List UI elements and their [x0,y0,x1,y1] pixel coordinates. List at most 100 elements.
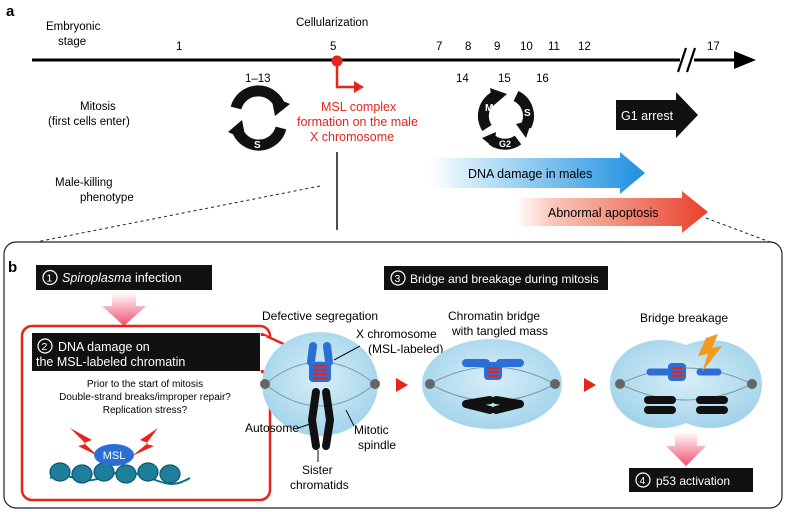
g1-arrest-arrow [616,92,698,138]
step1-box [36,265,212,290]
step2-num-circle [37,338,53,354]
break-lightning-icon [698,334,722,372]
stage-17: 17 [707,41,720,53]
cycle2-s: S [524,108,531,119]
nucleosome-fiber [49,462,191,485]
x-chromosome [307,342,333,382]
sister-label-2: chromatids [290,478,349,492]
phenotype-label-1: Male-killing [55,177,113,189]
cycle2-15: 15 [498,73,511,85]
cell-defective [260,332,380,436]
daughter-autosomes [644,396,728,414]
step1-num-circle [42,269,58,286]
step4-num: 4 [640,475,646,487]
cell-breakage [610,339,762,429]
step2-num: 2 [42,341,48,353]
lightning-right-icon [132,428,158,456]
breakage-label: Bridge breakage [640,311,728,325]
xchrom-pointer [333,345,361,361]
msl-label: MSL [103,450,126,462]
apoptosis-arrow [515,191,708,233]
segregated-autosomes [462,396,524,414]
step1-italic: Spiroplasma [62,271,132,285]
panel-a-label: a [6,3,15,20]
phenotype-label-2: phenotype [80,192,134,204]
cycle2-g2: G2 [499,139,511,149]
stage-9: 9 [494,41,500,53]
step2-line1: DNA damage on [58,340,150,354]
step1-down-arrow [102,292,146,326]
timeline-break-line-1 [676,47,688,73]
stage-5: 5 [330,41,336,53]
defective-label: Defective segregation [262,309,378,323]
embryonic-label-1: Embryonic [46,21,101,33]
step3-label: Bridge and breakage during mitosis [410,272,599,286]
cycle1-range: 1–13 [245,73,271,85]
cell-bridge [422,339,562,429]
mitosis-label-1: Mitosis [80,101,116,113]
step2-box [32,333,260,371]
cycle2-icon [477,88,534,150]
step2-line2: the MSL-labeled chromatin [36,355,185,369]
cellularization-label: Cellularization [296,17,368,29]
zoom-line-left [35,185,321,243]
step3-box [384,266,608,290]
tangled-bridge [462,359,524,380]
apoptosis-label: Abnormal apoptosis [548,206,658,220]
stage-1: 1 [176,41,182,53]
mitosis-label-2: (first cells enter) [48,116,130,128]
step2-note-1: Prior to the start of mitosis [87,379,203,390]
stage-11: 11 [548,41,560,53]
cycle2-16: 16 [536,73,549,85]
cycle2-m: M [485,103,493,114]
step3-num: 3 [395,273,401,285]
dna-damage-label: DNA damage in males [468,167,592,181]
msl-text-1: MSL complex [321,100,397,114]
step1-rest: infection [131,271,181,285]
autosome-label: Autosome [245,421,299,435]
msl-marker-dot [331,55,343,67]
spindle-label-2: spindle [358,438,396,452]
step2-note-3: Replication stress? [103,405,188,416]
timeline-break-line-2 [685,47,697,73]
autosome-pointer [297,423,311,429]
panel-b-label: b [8,259,17,276]
spindle-label-1: Mitotic [354,423,389,437]
cycle1-m: M [252,96,260,107]
msl-text-2: formation on the male [297,115,418,129]
step4-label: p53 activation [656,474,730,488]
embryonic-label-2: stage [58,36,86,48]
step1-label: Spiroplasma infection [62,271,182,285]
step2-pointer-mask [260,336,266,370]
step1-num: 1 [47,273,53,285]
step2-note-2: Double-strand breaks/improper repair? [59,392,231,403]
broken-bridge [646,363,722,381]
sister-label-1: Sister [302,463,333,477]
cycle2-14: 14 [456,73,469,85]
p53-down-arrow [666,432,706,466]
g1-arrest-label: G1 arrest [621,109,674,123]
bridge-title-2: with tangled mass [451,324,548,338]
lightning-left-icon [70,428,98,456]
msl-text-3: X chromosome [310,130,394,144]
dna-damage-arrow [430,152,645,194]
spindle-pointer [345,409,355,427]
bridge-title-1: Chromatin bridge [448,309,540,323]
cycle1-icon [228,85,290,151]
msl-blob [94,444,134,466]
xchrom-label-2: (MSL-labeled) [368,342,443,356]
zoom-line-right [705,217,771,243]
stage-7: 7 [436,41,442,53]
stage-8: 8 [465,41,471,53]
progress-arrow-2 [584,378,596,392]
step3-num-circle [390,270,406,286]
stage-10: 10 [520,41,533,53]
progress-arrow-1 [396,378,408,392]
xchrom-label-1: X chromosome [356,327,437,341]
timeline-arrowhead [734,51,756,69]
cycle1-s: S [254,140,261,151]
stage-12: 12 [578,41,591,53]
autosome-chromatids [307,388,335,450]
msl-marker-arrowhead [354,81,364,93]
